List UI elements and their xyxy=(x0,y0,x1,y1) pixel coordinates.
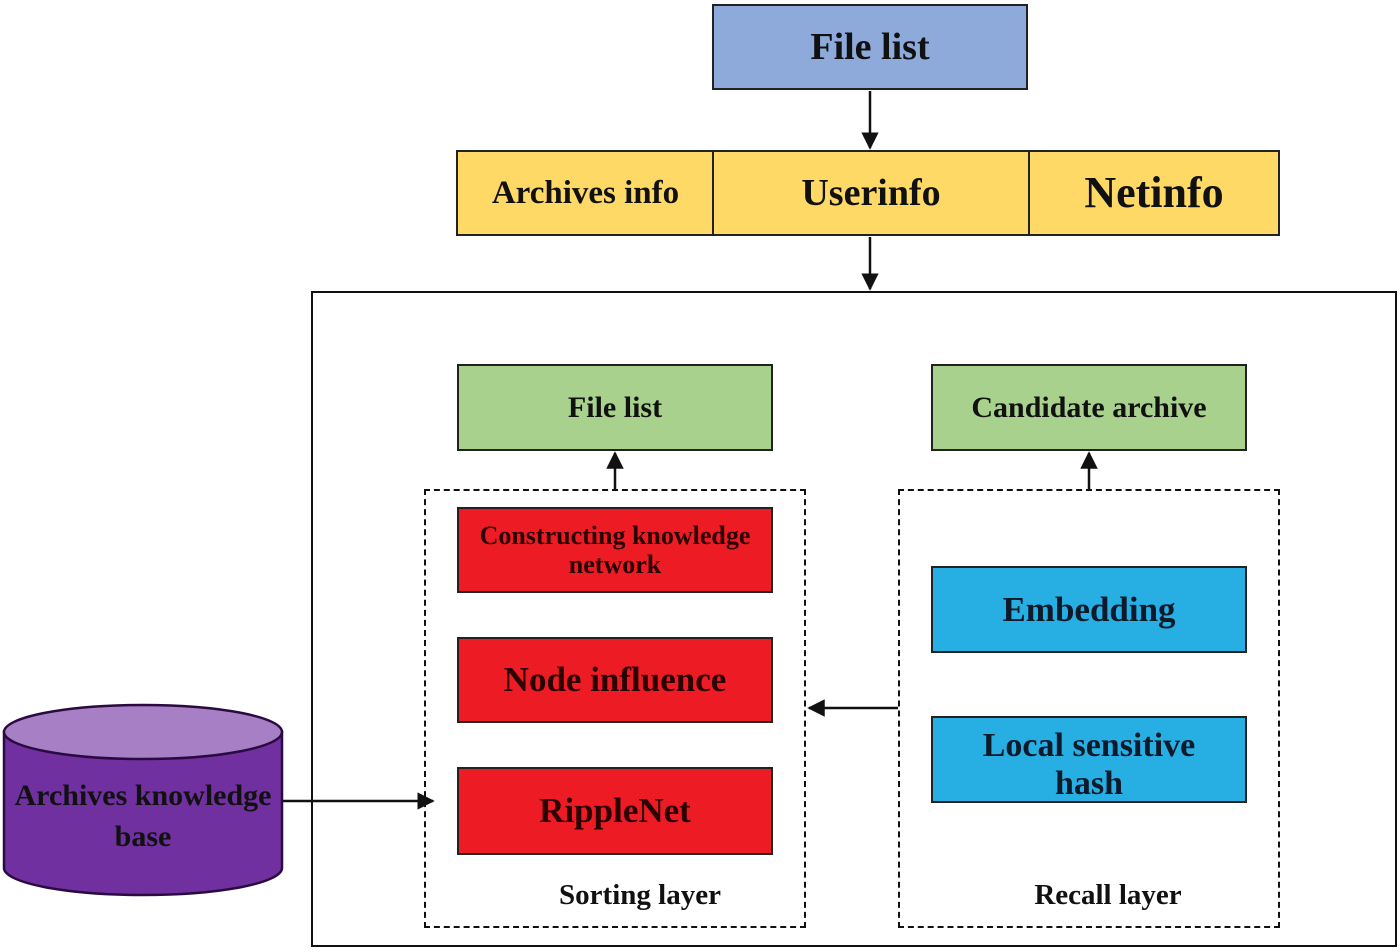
embedding-label: Embedding xyxy=(1002,589,1176,629)
userinfo-label: Userinfo xyxy=(801,171,941,214)
archives-knowledge-base-cylinder xyxy=(2,703,284,897)
ripplenet-label: RippleNet xyxy=(539,791,691,831)
top-file-list-label: File list xyxy=(810,25,930,68)
sorting-output-box: File list xyxy=(457,364,773,451)
embedding-box: Embedding xyxy=(931,566,1247,653)
sorting-output-label: File list xyxy=(567,390,663,424)
system-frame xyxy=(311,291,1397,947)
archives-info-label: Archives info xyxy=(491,174,680,211)
candidate-archive-label: Candidate archive xyxy=(971,390,1207,424)
netinfo-box: Netinfo xyxy=(1028,150,1280,236)
userinfo-box: Userinfo xyxy=(712,150,1030,236)
constructing-knowledge-network-box: Constructing knowledge network xyxy=(457,507,773,593)
recall-layer-caption: Recall layer xyxy=(1034,879,1182,911)
archives-knowledge-base-label: Archives knowledge base xyxy=(14,779,272,854)
top-file-list-box: File list xyxy=(712,4,1028,90)
sorting-layer-caption: Sorting layer xyxy=(559,879,721,911)
node-influence-box: Node influence xyxy=(457,637,773,723)
node-influence-label: Node influence xyxy=(503,660,727,700)
recall-layer-box xyxy=(898,489,1280,928)
candidate-archive-box: Candidate archive xyxy=(931,364,1247,451)
constructing-knowledge-network-label: Constructing knowledge network xyxy=(479,520,751,579)
local-sensitive-hash-box: Local sensitive hash xyxy=(931,716,1247,803)
netinfo-label: Netinfo xyxy=(1084,168,1224,218)
archives-info-box: Archives info xyxy=(456,150,715,236)
ripplenet-box: RippleNet xyxy=(457,767,773,855)
local-sensitive-hash-label: Local sensitive hash xyxy=(982,726,1196,802)
sorting-layer-box xyxy=(424,489,806,928)
